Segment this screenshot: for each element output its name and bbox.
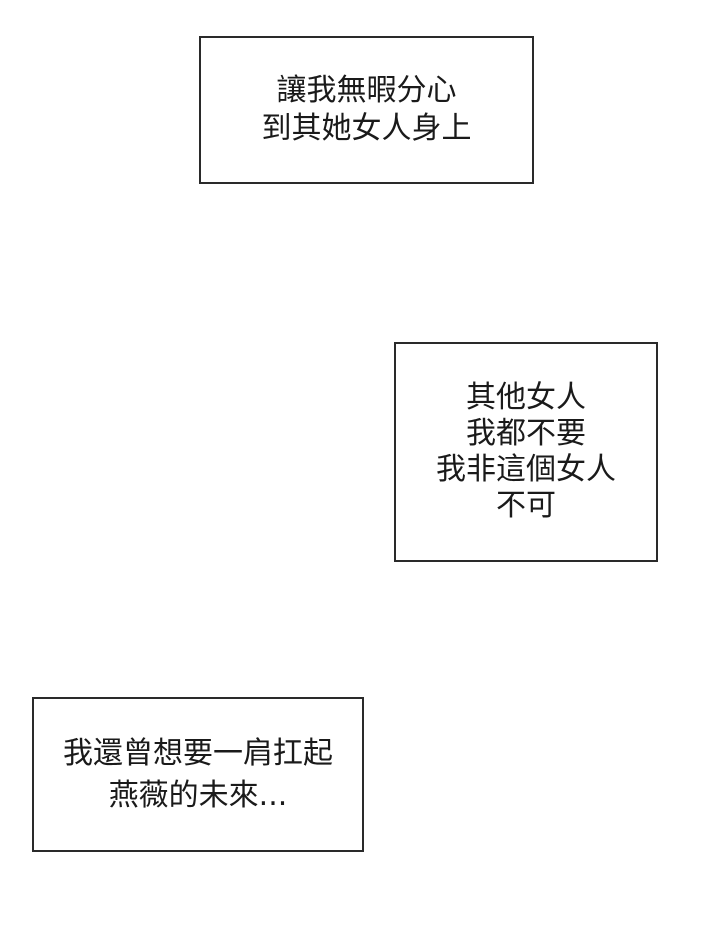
caption-1-line-2: 到其她女人身上 xyxy=(261,111,472,146)
caption-2-line-2: 我都不要 xyxy=(466,416,586,451)
caption-2-line-4: 不可 xyxy=(496,488,556,523)
caption-3-line-1: 我還曾想要一肩扛起 xyxy=(63,735,333,771)
caption-1-line-1: 讓我無暇分心 xyxy=(276,73,457,108)
caption-2-line-3: 我非這個女人 xyxy=(436,452,616,487)
caption-3-line-2: 燕薇的未來... xyxy=(108,777,288,813)
caption-box-1: 讓我無暇分心 到其她女人身上 xyxy=(199,36,534,184)
caption-box-2: 其他女人 我都不要 我非這個女人 不可 xyxy=(394,342,658,562)
caption-box-3: 我還曾想要一肩扛起 燕薇的未來... xyxy=(32,697,364,852)
caption-2-line-1: 其他女人 xyxy=(466,380,586,415)
